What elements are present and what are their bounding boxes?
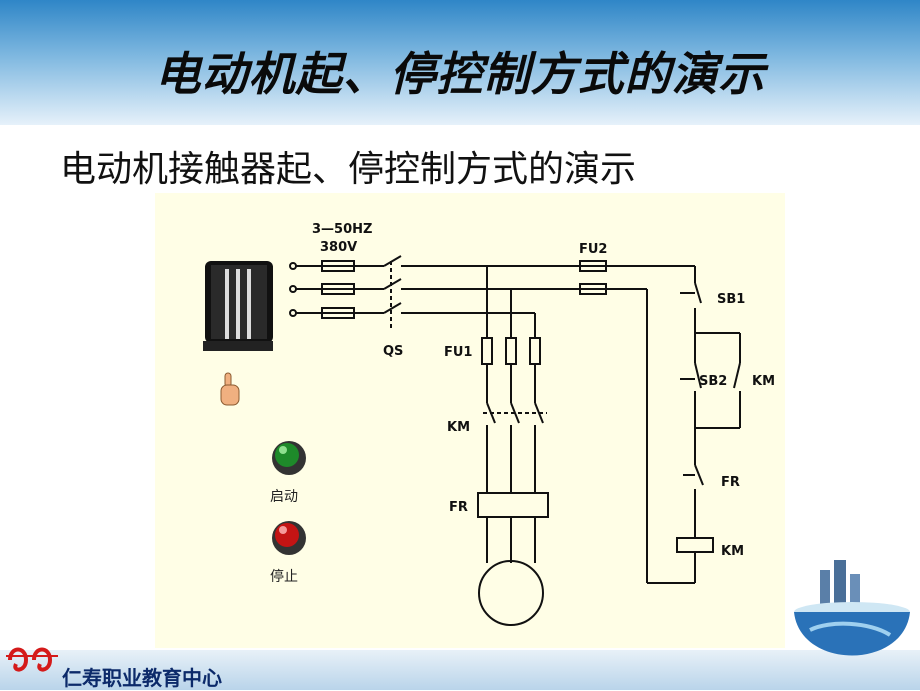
slide-subtitle: 电动机接触器起、停控制方式的演示 [60, 149, 637, 190]
fr-ctrl-label: FR [721, 475, 740, 490]
header-band [0, 0, 920, 125]
stop-button-label: 停止 [270, 569, 298, 585]
qs-label: QS [383, 344, 403, 359]
sb2-label: SB2 [699, 374, 727, 389]
slide-title: 电动机起、停控制方式的演示 [154, 47, 766, 101]
fu2-label: FU2 [579, 242, 607, 257]
start-button[interactable] [272, 441, 306, 475]
city-globe-icon [794, 560, 910, 656]
circuit-diagram: 3—50HZ 380V QS FU1 FU2 KM FR SB1 SB2 KM … [203, 222, 775, 626]
km-coil-label: KM [721, 544, 744, 559]
stop-button[interactable] [272, 521, 306, 555]
fr-main-label: FR [449, 500, 468, 515]
start-button-label: 启动 [270, 489, 298, 505]
footer-organization: 仁寿职业教育中心 [62, 666, 222, 690]
hand-pointer-icon [220, 372, 240, 406]
fu1-label: FU1 [444, 345, 472, 360]
school-logo-icon [6, 647, 58, 672]
km-aux-label: KM [752, 374, 775, 389]
knife-switch-icon[interactable] [203, 261, 273, 351]
wiring [289, 255, 741, 626]
circuit-panel: 3—50HZ 380V QS FU1 FU2 KM FR SB1 SB2 KM … [155, 193, 785, 648]
km-main-label: KM [447, 420, 470, 435]
sb1-label: SB1 [717, 292, 745, 307]
footer-band [0, 650, 920, 690]
voltage-label: 380V [320, 240, 357, 255]
supply-label: 3—50HZ [312, 222, 372, 237]
